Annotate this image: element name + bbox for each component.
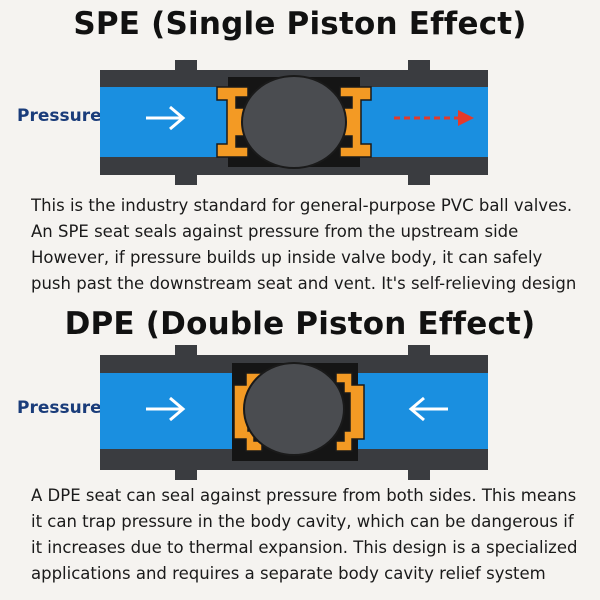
spe-description-line: However, if pressure builds up inside va… bbox=[31, 248, 543, 267]
dpe-description-line: it increases due to thermal expansion. T… bbox=[31, 538, 578, 557]
downstream-seat bbox=[335, 372, 365, 452]
upstream-flow bbox=[100, 373, 240, 449]
spe-description-line: An SPE seat seals against pressure from … bbox=[31, 222, 519, 241]
dpe-description: A DPE seat can seal against pressure fro… bbox=[31, 483, 600, 587]
ball bbox=[241, 75, 347, 169]
arrow-right-icon bbox=[146, 105, 186, 131]
spe-description-line: This is the industry standard for genera… bbox=[31, 196, 573, 215]
dpe-description-line: it can trap pressure in the body cavity,… bbox=[31, 512, 574, 531]
arrow-left-icon bbox=[408, 396, 448, 422]
dpe-description-line: applications and requires a separate bod… bbox=[31, 564, 546, 583]
spe-description-line: push past the downstream seat and vent. … bbox=[31, 274, 577, 293]
spe-description: This is the industry standard for genera… bbox=[31, 193, 600, 297]
arrow-right-icon bbox=[146, 396, 186, 422]
downstream-flow bbox=[358, 87, 488, 157]
dashed-arrow-right-icon bbox=[394, 110, 474, 126]
spe-valve-diagram bbox=[100, 60, 488, 185]
dpe-description-line: A DPE seat can seal against pressure fro… bbox=[31, 486, 577, 505]
upstream-flow bbox=[100, 87, 230, 157]
downstream-flow bbox=[350, 373, 488, 449]
dpe-title: DPE (Double Piston Effect) bbox=[64, 306, 536, 342]
dpe-valve-diagram bbox=[100, 345, 488, 480]
ball bbox=[243, 362, 345, 456]
dpe-pressure-label: Pressure bbox=[17, 398, 102, 418]
spe-pressure-label: Pressure bbox=[17, 106, 102, 126]
downstream-seat bbox=[339, 86, 372, 158]
spe-title: SPE (Single Piston Effect) bbox=[73, 6, 527, 42]
upstream-seat bbox=[216, 86, 249, 158]
